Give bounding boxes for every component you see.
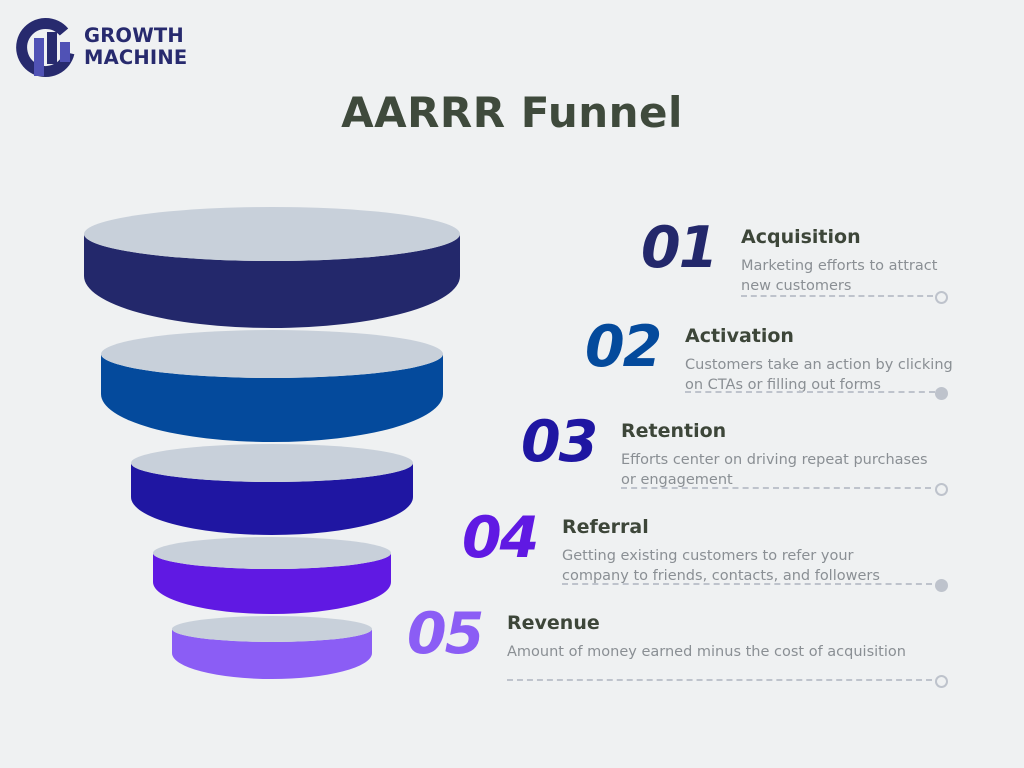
stage-title: Referral <box>562 516 649 538</box>
stage-description: Amount of money earned minus the cost of… <box>507 644 906 660</box>
funnel-graphic <box>84 207 460 679</box>
stage-title: Activation <box>685 325 794 347</box>
stage-description: Efforts center on driving repeat purchas… <box>621 452 928 488</box>
funnel-disc-top-activation <box>101 330 443 378</box>
stage-number: 03 <box>521 409 598 475</box>
stage-connector-line <box>621 487 931 489</box>
stage-title: Retention <box>621 420 727 442</box>
stage-description: Marketing efforts to attract new custome… <box>741 258 938 294</box>
stage-number: 04 <box>462 505 539 571</box>
funnel-disc-side-retention <box>131 463 413 535</box>
stage-connector-dot <box>935 483 948 496</box>
logo: GROWTH MACHINE <box>14 16 214 78</box>
funnel-disc-side-referral <box>153 553 391 614</box>
stage-connector-dot <box>935 675 948 688</box>
funnel-disc-side-revenue <box>172 629 372 679</box>
funnel-disc-top-retention <box>131 444 413 482</box>
funnel-disc-top-revenue <box>172 616 372 642</box>
funnel-disc-acquisition <box>84 207 460 328</box>
funnel-disc-side-acquisition <box>84 234 460 328</box>
stage-connector-dot <box>935 291 948 304</box>
funnel-disc-top-acquisition <box>84 207 460 261</box>
stage-title: Revenue <box>507 612 600 634</box>
growth-machine-logo-icon <box>16 17 75 77</box>
stage-number: 01 <box>641 215 718 281</box>
funnel-disc-side-activation <box>101 354 443 442</box>
brand-name-line1: GROWTH <box>84 24 184 47</box>
stage-description: Getting existing customers to refer your… <box>562 548 880 584</box>
stage-connector-line <box>741 295 933 297</box>
funnel-disc-revenue <box>172 616 372 679</box>
funnel-disc-retention <box>131 444 413 535</box>
stage-number: 05 <box>407 601 484 667</box>
brand-name: GROWTH MACHINE <box>84 25 187 69</box>
stage-connector-line <box>685 391 935 393</box>
stage-connector-dot <box>935 579 948 592</box>
page-title: AARRR Funnel <box>341 88 683 137</box>
brand-name-line2: MACHINE <box>84 46 188 69</box>
stage-connector-line <box>562 583 932 585</box>
stage-connector-line <box>507 679 932 681</box>
stage-connector-dot <box>935 387 948 400</box>
funnel-disc-top-referral <box>153 537 391 569</box>
funnel-disc-referral <box>153 537 391 614</box>
stage-title: Acquisition <box>741 226 861 248</box>
funnel-disc-activation <box>101 330 443 442</box>
stage-description: Customers take an action by clicking on … <box>685 357 953 393</box>
stage-number: 02 <box>585 314 662 380</box>
